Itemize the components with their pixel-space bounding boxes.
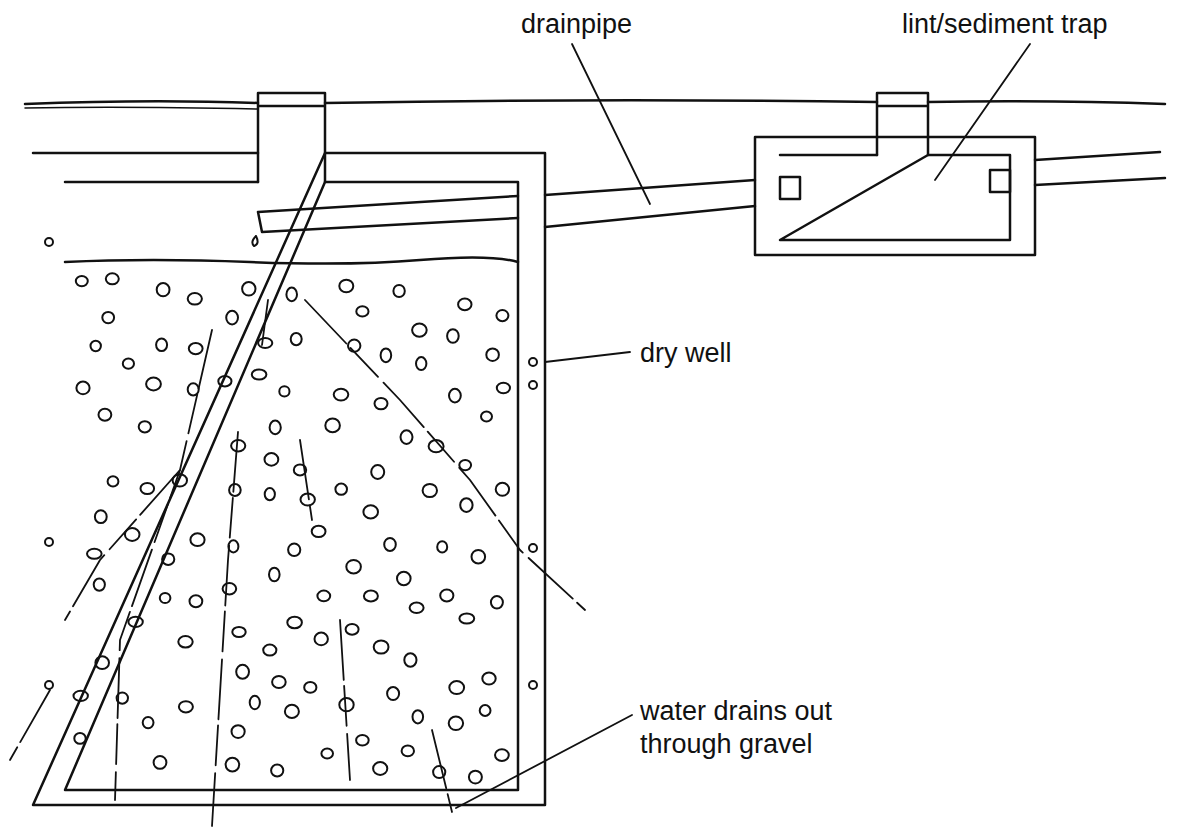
- ground-line: [25, 100, 1165, 104]
- leader-line: [935, 44, 1030, 180]
- water-drip: [252, 236, 257, 246]
- gravel: [74, 273, 511, 783]
- dry-well-inner-wall: [65, 182, 518, 790]
- callout-label: drainpipe: [521, 8, 632, 41]
- callout-label: lint/sediment trap: [902, 8, 1108, 41]
- dry-well-riser: [258, 93, 325, 182]
- drainpipe: [258, 196, 518, 232]
- wall-holes: [45, 238, 537, 689]
- trap-baffle: [780, 177, 800, 199]
- trap-inner: [780, 155, 1010, 240]
- leader-line: [456, 715, 632, 808]
- ground-line: [25, 107, 258, 109]
- callout-label: dry well: [640, 337, 732, 370]
- leader-line: [545, 352, 630, 362]
- trap-baffle: [990, 170, 1010, 192]
- trap-outer: [755, 137, 1035, 255]
- leader-line: [572, 44, 650, 204]
- callout-label: water drains out through gravel: [640, 695, 900, 761]
- outlet-pipe: [1035, 152, 1165, 185]
- gravel-surface: [65, 257, 518, 263]
- trap-riser: [877, 93, 928, 155]
- water-streaks: [10, 300, 585, 826]
